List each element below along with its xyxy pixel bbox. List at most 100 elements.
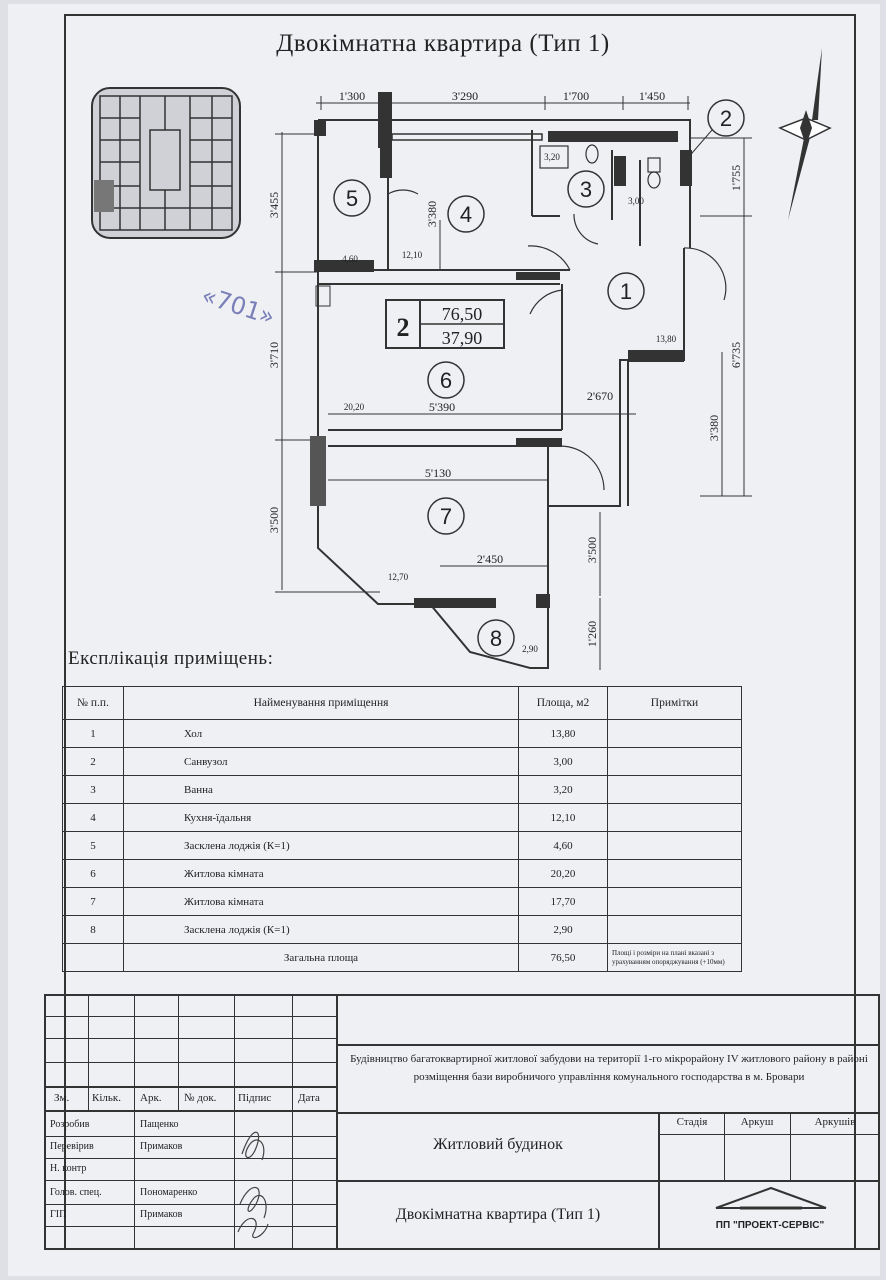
- svg-text:4,60: 4,60: [342, 254, 358, 264]
- cell-number: 8: [62, 915, 124, 944]
- svg-text:3,00: 3,00: [628, 196, 644, 206]
- cell-area: 3,00: [518, 747, 608, 776]
- key-plan-thumbnail: [91, 87, 241, 239]
- cell-area: 2,90: [518, 915, 608, 944]
- cell-notes: [607, 915, 742, 944]
- svg-text:76,50: 76,50: [442, 304, 483, 324]
- svg-text:1: 1: [620, 279, 632, 304]
- header-number: № п.п.: [62, 686, 124, 720]
- role-person: Пащенко: [140, 1119, 179, 1130]
- cell-area: 13,80: [518, 719, 608, 748]
- cell-number: 4: [62, 803, 124, 832]
- role-person: Примаков: [140, 1209, 183, 1220]
- svg-text:2'670: 2'670: [587, 389, 613, 403]
- sanitary-fixtures: [539, 144, 661, 189]
- cell-name: Засклена лоджія (К=1): [123, 831, 519, 860]
- svg-text:4: 4: [460, 202, 472, 227]
- cell-notes: [607, 747, 742, 776]
- cell-name: Житлова кімната: [123, 859, 519, 888]
- svg-text:5'130: 5'130: [425, 466, 451, 480]
- svg-text:12,10: 12,10: [402, 250, 423, 260]
- signature-image: [237, 1131, 269, 1239]
- cell-number: 6: [62, 859, 124, 888]
- cell-name: Кухня-їдальня: [123, 803, 519, 832]
- role-label: ГІП: [50, 1209, 67, 1220]
- cell-area: 12,10: [518, 803, 608, 832]
- floor-plan: 1'300 3'290 1'700 1'450 3'455 3'710 3'50…: [91, 48, 832, 670]
- svg-text:2,90: 2,90: [522, 644, 538, 654]
- svg-text:2: 2: [720, 106, 732, 131]
- north-arrow-icon: [778, 48, 832, 220]
- stamp-col-sign: Підпис: [238, 1092, 272, 1104]
- wall-blocks: [310, 92, 692, 608]
- svg-text:1'300: 1'300: [339, 89, 365, 103]
- total-label: Загальна площа: [123, 943, 519, 972]
- cell-number: 7: [62, 887, 124, 916]
- svg-text:1'450: 1'450: [639, 89, 665, 103]
- explication-title: Експлікація приміщень:: [68, 648, 274, 669]
- svg-text:3'710: 3'710: [267, 342, 281, 368]
- role-person: Пономаренко: [140, 1187, 198, 1198]
- role-label: Перевірив: [50, 1141, 94, 1152]
- svg-text:2: 2: [397, 313, 410, 342]
- cell-notes: [607, 775, 742, 804]
- stage-header: Стадія: [676, 1116, 708, 1128]
- header-notes: Примітки: [607, 686, 742, 720]
- apartment-area-box: 2 76,50 37,90: [385, 299, 505, 349]
- total-value: 76,50: [518, 943, 608, 972]
- svg-text:13,80: 13,80: [656, 334, 677, 344]
- svg-text:3'290: 3'290: [452, 89, 478, 103]
- explication-table: № п.п. Найменування приміщення Площа, м2…: [62, 686, 742, 972]
- sheets-header: Аркушів: [814, 1116, 856, 1128]
- svg-text:3'380: 3'380: [707, 415, 721, 441]
- header-name: Найменування приміщення: [123, 686, 519, 720]
- stamp-col-doc: № док.: [184, 1092, 217, 1104]
- stamp-col-change: Зм.: [54, 1092, 70, 1104]
- stamp-col-sheet: Арк.: [140, 1092, 162, 1104]
- project-title: Будівництво багатоквартирної житлової за…: [350, 1053, 868, 1083]
- cell-name: Житлова кімната: [123, 887, 519, 916]
- header-area: Площа, м2: [518, 686, 608, 720]
- building-label: Житловий будинок: [433, 1136, 563, 1153]
- company-logo-icon: [715, 1186, 827, 1210]
- svg-text:6'735: 6'735: [729, 342, 743, 368]
- svg-text:12,70: 12,70: [388, 572, 409, 582]
- svg-text:3'500: 3'500: [267, 507, 281, 533]
- cell-number: 2: [62, 747, 124, 776]
- company-name: ПП "ПРОЕКТ-СЕРВІС": [715, 1220, 825, 1231]
- door-swings: [387, 189, 727, 491]
- cell-notes: [607, 831, 742, 860]
- role-label: Розробив: [50, 1119, 90, 1130]
- svg-text:8: 8: [490, 626, 502, 651]
- svg-text:20,20: 20,20: [344, 402, 365, 412]
- role-label: Н. контр: [50, 1163, 87, 1174]
- dimension-lines: [275, 96, 752, 670]
- dimension-labels: 1'300 3'290 1'700 1'450 3'455 3'710 3'50…: [267, 89, 743, 647]
- sheet-header: Аркуш: [740, 1116, 774, 1128]
- cell-name: Ванна: [123, 775, 519, 804]
- svg-text:3'500: 3'500: [585, 537, 599, 563]
- svg-text:5'390: 5'390: [429, 400, 455, 414]
- total-note: Площі і розміри на плані вказані з ураху…: [607, 943, 742, 972]
- sheet-title: Двокімнатна квартира (Тип 1): [395, 1206, 601, 1223]
- total-row: Загальна площа 76,50 Площі і розміри на …: [62, 943, 742, 972]
- cell-number: 5: [62, 831, 124, 860]
- page-title: Двокімнатна квартира (Тип 1): [276, 30, 610, 57]
- cell-notes: [607, 887, 742, 916]
- svg-text:6: 6: [440, 368, 452, 393]
- svg-text:3: 3: [580, 177, 592, 202]
- svg-text:2'450: 2'450: [477, 552, 503, 566]
- title-block: Зм. Кільк. Арк. № док. Підпис Дата Розро…: [44, 994, 880, 1250]
- cell-name: Санвузол: [123, 747, 519, 776]
- cell-notes: [607, 719, 742, 748]
- svg-text:3'380: 3'380: [425, 201, 439, 227]
- stamp-col-date: Дата: [298, 1092, 320, 1104]
- cell-name: Хол: [123, 719, 519, 748]
- svg-text:3,20: 3,20: [544, 152, 560, 162]
